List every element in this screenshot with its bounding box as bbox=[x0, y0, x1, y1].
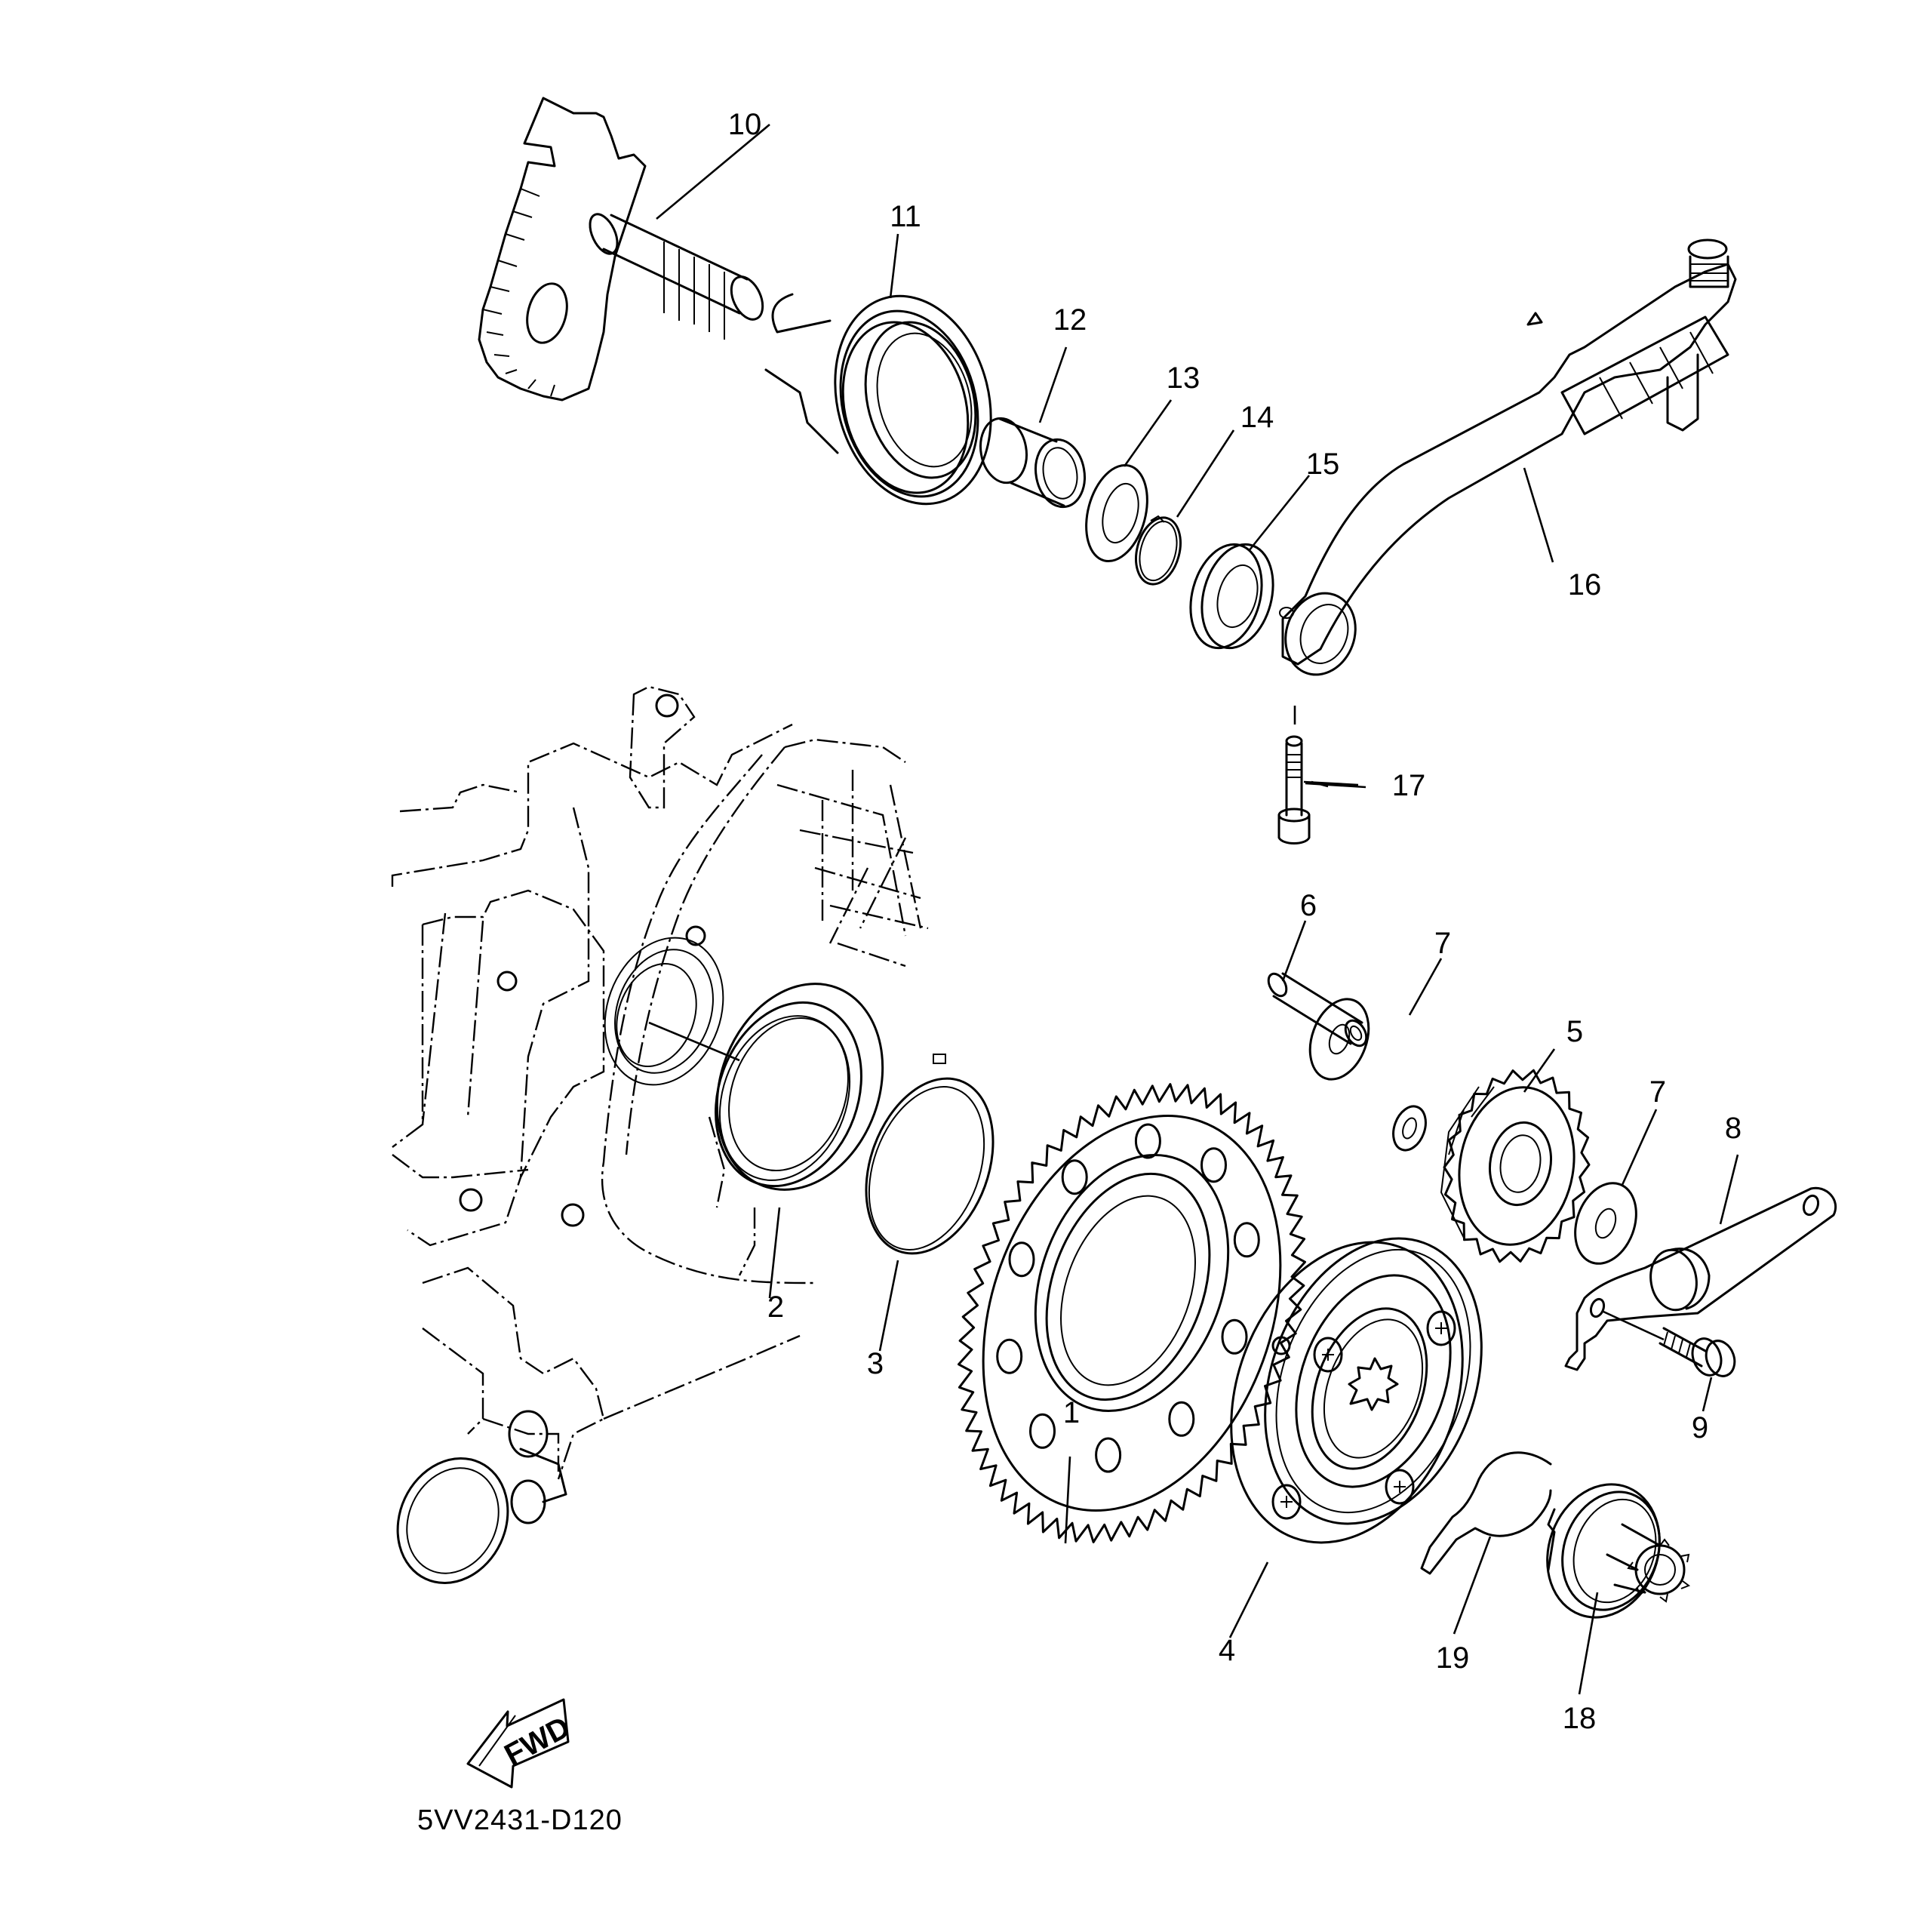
label-15: 15 bbox=[1306, 448, 1340, 481]
gear-hole bbox=[1029, 1413, 1056, 1449]
part-10-kick-axle[interactable] bbox=[478, 97, 769, 401]
gear-hole bbox=[1221, 1318, 1248, 1355]
gear-hole bbox=[1008, 1241, 1035, 1278]
label-2: 2 bbox=[767, 1291, 784, 1324]
part-3-circlip[interactable] bbox=[844, 1054, 1016, 1271]
gear-tooth-profile bbox=[1443, 1069, 1591, 1263]
part-4-one-way-clutch[interactable] bbox=[1191, 1208, 1520, 1576]
label-19: 19 bbox=[1436, 1641, 1470, 1675]
label-17: 17 bbox=[1392, 769, 1426, 802]
gear-hole bbox=[996, 1338, 1023, 1374]
label-9: 9 bbox=[1692, 1411, 1708, 1444]
gear-5-teeth bbox=[1443, 1069, 1591, 1263]
label-11: 11 bbox=[890, 200, 921, 233]
label-6: 6 bbox=[1300, 889, 1317, 922]
part-9-bolt[interactable] bbox=[1603, 1310, 1739, 1380]
label-12: 12 bbox=[1053, 303, 1087, 337]
screw-icon bbox=[1385, 1469, 1415, 1505]
label-5: 5 bbox=[1566, 1015, 1583, 1048]
part-1-starter-gear[interactable] bbox=[931, 1074, 1333, 1552]
part-8-plate[interactable] bbox=[1564, 1186, 1837, 1371]
label-7a: 7 bbox=[1434, 927, 1451, 960]
part-7-washer-b[interactable] bbox=[1564, 1174, 1646, 1272]
gear-hole bbox=[1134, 1123, 1161, 1159]
label-8: 8 bbox=[1725, 1112, 1742, 1145]
part-16-kick-crank[interactable] bbox=[1274, 238, 1737, 685]
fwd-arrow-icon: FWD bbox=[466, 1698, 576, 1789]
part-15-oil-seal[interactable] bbox=[1179, 537, 1283, 657]
part-19-clip[interactable] bbox=[1420, 1451, 1552, 1575]
fwd-label: FWD bbox=[500, 1710, 576, 1772]
reference-labels: 1 2 3 4 5 6 7 7 8 9 10 11 12 13 14 15 16… bbox=[728, 108, 1742, 1735]
screw-icon bbox=[1426, 1310, 1456, 1346]
label-4: 4 bbox=[1219, 1634, 1235, 1667]
part-12-collar[interactable] bbox=[976, 414, 1090, 510]
label-3: 3 bbox=[867, 1347, 884, 1380]
gear-1-holes bbox=[996, 1123, 1260, 1473]
label-18: 18 bbox=[1563, 1702, 1597, 1735]
part-17-bolt[interactable] bbox=[1277, 706, 1311, 844]
part-7-washer-a[interactable] bbox=[1299, 991, 1431, 1155]
part-11-torsion-spring[interactable] bbox=[764, 278, 1013, 521]
screw-icon bbox=[1313, 1337, 1343, 1373]
label-16: 16 bbox=[1568, 568, 1602, 601]
label-10: 10 bbox=[728, 108, 762, 141]
gear-hole bbox=[1061, 1159, 1088, 1195]
screw-icon bbox=[1271, 1484, 1302, 1520]
gear-hole bbox=[1200, 1147, 1227, 1183]
part-18-drive-pinion[interactable] bbox=[1529, 1469, 1691, 1633]
crankcase-outline bbox=[391, 685, 929, 1585]
part-6-shaft[interactable] bbox=[1265, 971, 1370, 1049]
label-14: 14 bbox=[1240, 401, 1274, 434]
gear-1-teeth bbox=[958, 1083, 1306, 1543]
part-13-washer[interactable] bbox=[1076, 458, 1157, 568]
gear-hole bbox=[1233, 1222, 1260, 1258]
label-7b: 7 bbox=[1649, 1075, 1666, 1109]
gear-hole bbox=[1168, 1401, 1195, 1437]
gear-hole bbox=[1095, 1437, 1122, 1473]
diagram-code: 5VV2431-D120 bbox=[417, 1804, 623, 1836]
gear-tooth-profile bbox=[958, 1083, 1306, 1543]
label-13: 13 bbox=[1167, 361, 1200, 395]
part-14-circlip[interactable] bbox=[1129, 512, 1187, 589]
label-1: 1 bbox=[1063, 1396, 1080, 1429]
part-5-idler-gear[interactable] bbox=[1440, 1069, 1591, 1263]
leader-lines bbox=[656, 124, 1739, 1695]
part-2-oil-seal[interactable] bbox=[689, 961, 910, 1214]
